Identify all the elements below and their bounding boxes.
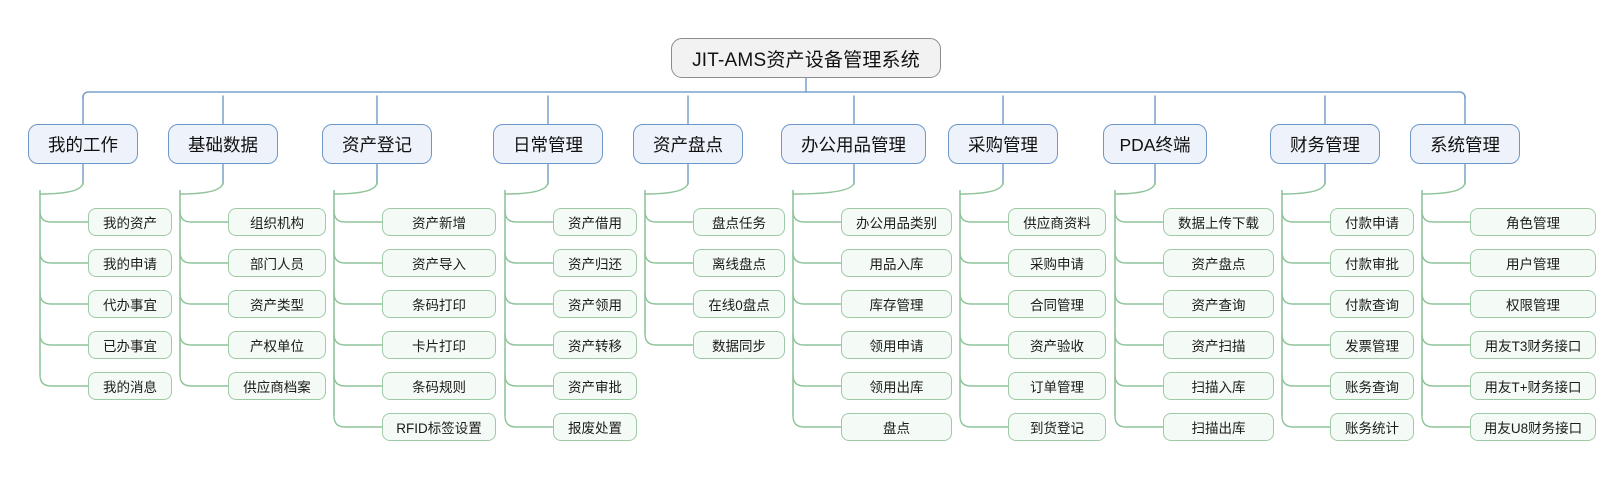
leaf-node-7-5[interactable]: 订单管理	[1008, 372, 1106, 400]
leaf-node-6-6[interactable]: 盘点	[841, 413, 952, 441]
leaf-node-3-6[interactable]: RFID标签设置	[382, 413, 496, 441]
leaf-node-8-3[interactable]: 资产查询	[1163, 290, 1274, 318]
leaf-node-10-1[interactable]: 角色管理	[1470, 208, 1596, 236]
leaf-node-2-4[interactable]: 产权单位	[228, 331, 326, 359]
category-node-9[interactable]: 财务管理	[1270, 124, 1380, 164]
category-node-5[interactable]: 资产盘点	[633, 124, 743, 164]
leaf-node-9-6[interactable]: 账务统计	[1330, 413, 1414, 441]
category-node-3[interactable]: 资产登记	[322, 124, 432, 164]
leaf-node-2-2[interactable]: 部门人员	[228, 249, 326, 277]
leaf-node-5-4[interactable]: 数据同步	[693, 331, 785, 359]
leaf-node-7-1[interactable]: 供应商资料	[1008, 208, 1106, 236]
leaf-node-6-2[interactable]: 用品入库	[841, 249, 952, 277]
leaf-node-6-5[interactable]: 领用出库	[841, 372, 952, 400]
leaf-node-10-2[interactable]: 用户管理	[1470, 249, 1596, 277]
category-node-7[interactable]: 采购管理	[948, 124, 1058, 164]
category-node-1[interactable]: 我的工作	[28, 124, 138, 164]
leaf-node-8-1[interactable]: 数据上传下载	[1163, 208, 1274, 236]
leaf-node-6-3[interactable]: 库存管理	[841, 290, 952, 318]
leaf-node-6-1[interactable]: 办公用品类别	[841, 208, 952, 236]
category-node-10[interactable]: 系统管理	[1410, 124, 1520, 164]
leaf-node-3-1[interactable]: 资产新增	[382, 208, 496, 236]
leaf-node-4-1[interactable]: 资产借用	[553, 208, 637, 236]
leaf-node-8-5[interactable]: 扫描入库	[1163, 372, 1274, 400]
leaf-node-3-2[interactable]: 资产导入	[382, 249, 496, 277]
leaf-node-3-3[interactable]: 条码打印	[382, 290, 496, 318]
leaf-node-10-4[interactable]: 用友T3财务接口	[1470, 331, 1596, 359]
leaf-node-9-4[interactable]: 发票管理	[1330, 331, 1414, 359]
leaf-node-2-3[interactable]: 资产类型	[228, 290, 326, 318]
leaf-node-3-5[interactable]: 条码规则	[382, 372, 496, 400]
leaf-node-8-4[interactable]: 资产扫描	[1163, 331, 1274, 359]
leaf-node-3-4[interactable]: 卡片打印	[382, 331, 496, 359]
leaf-node-9-5[interactable]: 账务查询	[1330, 372, 1414, 400]
leaf-node-4-6[interactable]: 报废处置	[553, 413, 637, 441]
leaf-node-10-5[interactable]: 用友T+财务接口	[1470, 372, 1596, 400]
leaf-node-1-1[interactable]: 我的资产	[88, 208, 172, 236]
leaf-node-10-6[interactable]: 用友U8财务接口	[1470, 413, 1596, 441]
category-node-2[interactable]: 基础数据	[168, 124, 278, 164]
leaf-node-6-4[interactable]: 领用申请	[841, 331, 952, 359]
leaf-node-1-5[interactable]: 我的消息	[88, 372, 172, 400]
leaf-node-4-4[interactable]: 资产转移	[553, 331, 637, 359]
leaf-node-4-5[interactable]: 资产审批	[553, 372, 637, 400]
leaf-node-9-2[interactable]: 付款审批	[1330, 249, 1414, 277]
leaf-node-8-2[interactable]: 资产盘点	[1163, 249, 1274, 277]
leaf-node-4-3[interactable]: 资产领用	[553, 290, 637, 318]
leaf-node-7-6[interactable]: 到货登记	[1008, 413, 1106, 441]
category-node-4[interactable]: 日常管理	[493, 124, 603, 164]
leaf-node-5-1[interactable]: 盘点任务	[693, 208, 785, 236]
leaf-node-4-2[interactable]: 资产归还	[553, 249, 637, 277]
leaf-node-7-4[interactable]: 资产验收	[1008, 331, 1106, 359]
category-node-6[interactable]: 办公用品管理	[781, 124, 926, 164]
leaf-node-1-4[interactable]: 已办事宜	[88, 331, 172, 359]
leaf-node-5-2[interactable]: 离线盘点	[693, 249, 785, 277]
leaf-node-2-1[interactable]: 组织机构	[228, 208, 326, 236]
leaf-node-7-3[interactable]: 合同管理	[1008, 290, 1106, 318]
leaf-node-10-3[interactable]: 权限管理	[1470, 290, 1596, 318]
leaf-node-2-5[interactable]: 供应商档案	[228, 372, 326, 400]
leaf-node-9-1[interactable]: 付款申请	[1330, 208, 1414, 236]
category-node-8[interactable]: PDA终端	[1103, 124, 1207, 164]
leaf-node-1-2[interactable]: 我的申请	[88, 249, 172, 277]
leaf-node-7-2[interactable]: 采购申请	[1008, 249, 1106, 277]
root-node[interactable]: JIT-AMS资产设备管理系统	[671, 38, 941, 78]
leaf-node-8-6[interactable]: 扫描出库	[1163, 413, 1274, 441]
leaf-node-5-3[interactable]: 在线0盘点	[693, 290, 785, 318]
leaf-node-9-3[interactable]: 付款查询	[1330, 290, 1414, 318]
leaf-node-1-3[interactable]: 代办事宜	[88, 290, 172, 318]
